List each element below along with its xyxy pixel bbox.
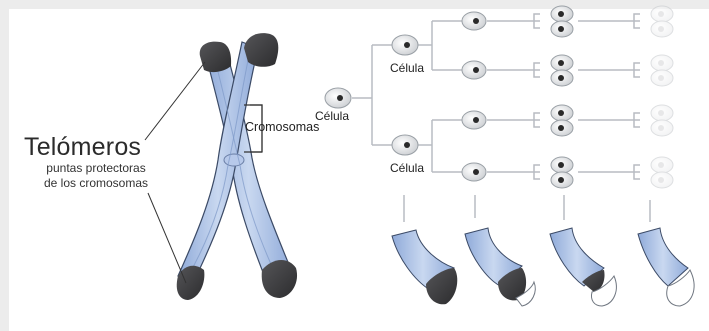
strand-stage-1 [392, 230, 457, 304]
cell-label-upper: Célula [390, 61, 424, 75]
cell-label-lower: Célula [390, 161, 424, 175]
telomeres-subtitle-line1: puntas protectoras [30, 161, 162, 175]
telomeres-title: Telómeros [24, 133, 141, 162]
chromosome-label: Cromosomas [245, 120, 319, 134]
cells-level2 [462, 12, 486, 181]
telomeres-subtitle-line2: de los cromosomas [30, 176, 162, 190]
strand-stage-3 [550, 228, 616, 306]
cells-level3 [551, 6, 573, 188]
chromosome [177, 33, 297, 300]
cell-level1-lower [392, 135, 418, 155]
strand-stage-2 [465, 228, 535, 306]
cell-level1-upper [392, 35, 418, 55]
cell-label-root: Célula [315, 109, 349, 123]
telomere-cap-top-left [200, 42, 231, 73]
cells-level4-faded [651, 6, 673, 188]
telomere-cap-bottom-right [262, 260, 297, 298]
cell-root [325, 88, 351, 108]
telomere-cap-top-right [244, 33, 278, 67]
strand-stage-4 [638, 228, 694, 306]
centromere [224, 154, 244, 166]
